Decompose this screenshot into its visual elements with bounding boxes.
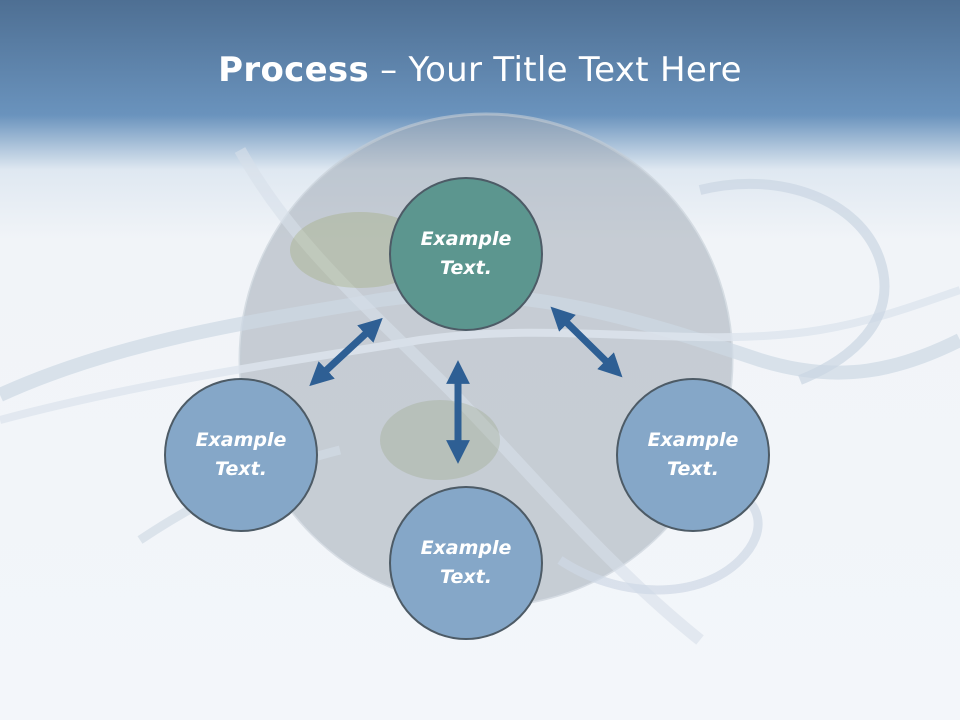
process-node-left: Example Text. (164, 378, 318, 532)
process-node-right: Example Text. (616, 378, 770, 532)
process-node-top: Example Text. (389, 177, 543, 331)
title-rest: – Your Title Text Here (369, 50, 742, 90)
arrow-top-left (309, 317, 383, 387)
process-node-bottom: Example Text. (389, 486, 543, 640)
title-bold: Process (218, 50, 370, 90)
slide-title: Process – Your Title Text Here (0, 50, 960, 90)
arrow-top-right (550, 306, 623, 378)
